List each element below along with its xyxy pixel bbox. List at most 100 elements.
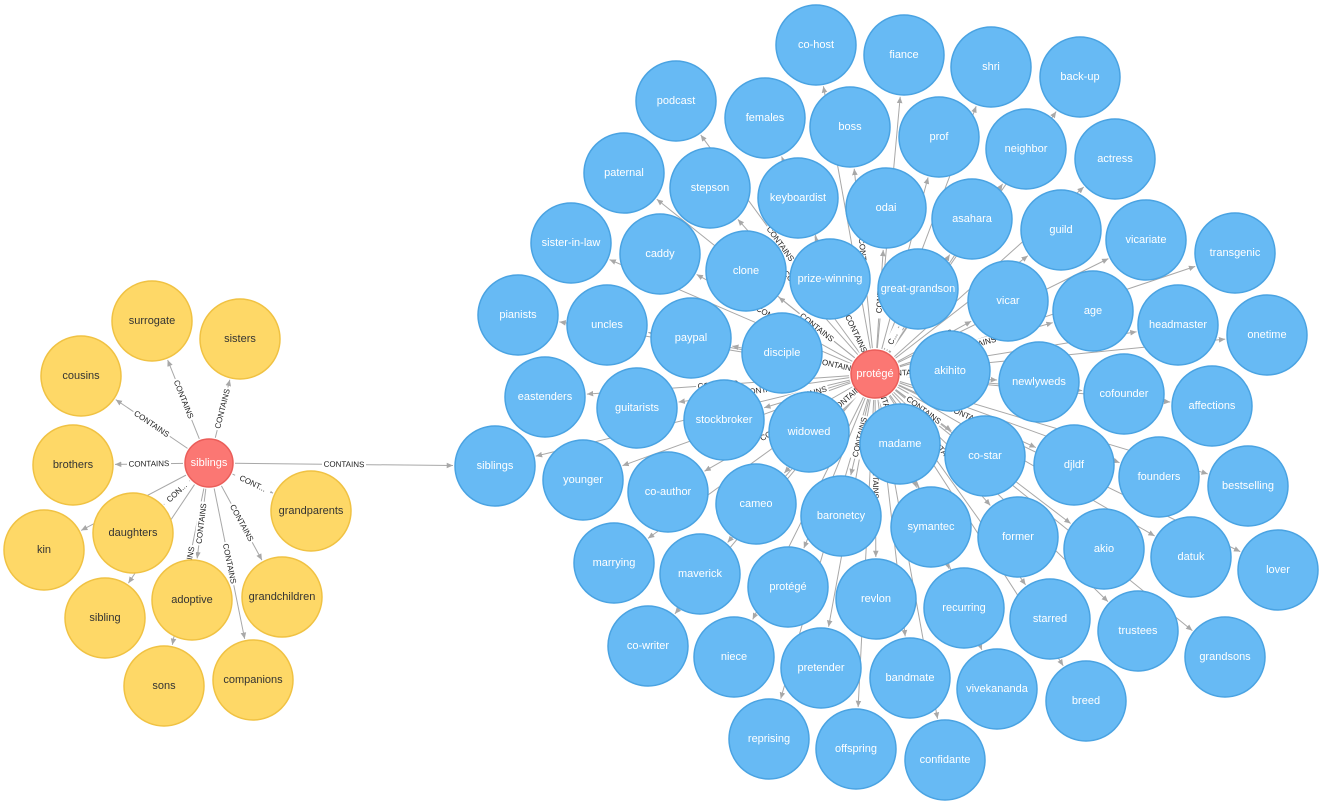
node-grandparents[interactable]: grandparents (270, 470, 352, 552)
node-circle[interactable] (904, 719, 986, 801)
node-maverick[interactable]: maverick (659, 533, 741, 615)
node-circle[interactable] (1171, 365, 1253, 447)
node-sibling[interactable]: sibling (64, 577, 146, 659)
node-circle[interactable] (583, 132, 665, 214)
node-keyboardist[interactable]: keyboardist (757, 157, 839, 239)
node-surrogate[interactable]: surrogate (111, 280, 193, 362)
node-circle[interactable] (863, 14, 945, 96)
node-lover[interactable]: lover (1237, 529, 1319, 611)
node-circle[interactable] (985, 108, 1067, 190)
node-fiance[interactable]: fiance (863, 14, 945, 96)
node-widowed[interactable]: widowed (768, 391, 850, 473)
node-neighbor[interactable]: neighbor (985, 108, 1067, 190)
node-circle[interactable] (977, 496, 1059, 578)
node-recurring[interactable]: recurring (923, 567, 1005, 649)
node-circle[interactable] (859, 403, 941, 485)
node-hub-siblings[interactable]: siblings (184, 438, 234, 488)
node-circle[interactable] (931, 178, 1013, 260)
node-circle[interactable] (111, 280, 193, 362)
node-co-host[interactable]: co-host (775, 4, 857, 86)
node-circle[interactable] (845, 167, 927, 249)
node-circle[interactable] (747, 546, 829, 628)
node-circle[interactable] (504, 356, 586, 438)
node-circle[interactable] (64, 577, 146, 659)
node-revlon[interactable]: revlon (835, 558, 917, 640)
node-circle[interactable] (967, 260, 1049, 342)
node-circle[interactable] (270, 470, 352, 552)
node-circle[interactable] (1105, 199, 1187, 281)
node-circle[interactable] (950, 26, 1032, 108)
node-circle[interactable] (184, 438, 234, 488)
node-circle[interactable] (212, 639, 294, 721)
node-companions[interactable]: companions (212, 639, 294, 721)
node-circle[interactable] (944, 415, 1026, 497)
node-disciple[interactable]: disciple (741, 312, 823, 394)
node-brothers[interactable]: brothers (32, 424, 114, 506)
node-offspring[interactable]: offspring (815, 708, 897, 790)
node-bandmate[interactable]: bandmate (869, 637, 951, 719)
node-circle[interactable] (768, 391, 850, 473)
node-datuk[interactable]: datuk (1150, 516, 1232, 598)
node-circle[interactable] (607, 605, 689, 687)
node-age[interactable]: age (1052, 270, 1134, 352)
node-pianists[interactable]: pianists (477, 274, 559, 356)
node-kin[interactable]: kin (3, 509, 85, 591)
node-niece[interactable]: niece (693, 616, 775, 698)
node-caddy[interactable]: caddy (619, 213, 701, 295)
node-circle[interactable] (40, 335, 122, 417)
node-circle[interactable] (757, 157, 839, 239)
node-circle[interactable] (1226, 294, 1308, 376)
node-protege[interactable]: protégé (747, 546, 829, 628)
node-actress[interactable]: actress (1074, 118, 1156, 200)
node-circle[interactable] (1118, 436, 1200, 518)
node-marrying[interactable]: marrying (573, 522, 655, 604)
node-circle[interactable] (705, 230, 787, 312)
node-vivekananda[interactable]: vivekananda (956, 648, 1038, 730)
node-circle[interactable] (199, 298, 281, 380)
node-circle[interactable] (809, 86, 891, 168)
node-circle[interactable] (998, 341, 1080, 423)
node-circle[interactable] (715, 463, 797, 545)
node-cousins[interactable]: cousins (40, 335, 122, 417)
node-circle[interactable] (3, 509, 85, 591)
node-circle[interactable] (1033, 424, 1115, 506)
node-circle[interactable] (775, 4, 857, 86)
node-circle[interactable] (728, 698, 810, 780)
node-circle[interactable] (1052, 270, 1134, 352)
node-circle[interactable] (659, 533, 741, 615)
node-back-up[interactable]: back-up (1039, 36, 1121, 118)
node-circle[interactable] (780, 627, 862, 709)
node-daughters[interactable]: daughters (92, 492, 174, 574)
node-shri[interactable]: shri (950, 26, 1032, 108)
node-circle[interactable] (898, 96, 980, 178)
node-trustees[interactable]: trustees (1097, 590, 1179, 672)
node-odai[interactable]: odai (845, 167, 927, 249)
node-circle[interactable] (869, 637, 951, 719)
node-circle[interactable] (890, 486, 972, 568)
node-baronetcy[interactable]: baronetcy (800, 475, 882, 557)
node-circle[interactable] (1194, 212, 1276, 294)
node-great-grandson[interactable]: great-grandson (877, 248, 959, 330)
node-circle[interactable] (1039, 36, 1121, 118)
node-circle[interactable] (1009, 578, 1091, 660)
node-circle[interactable] (724, 77, 806, 159)
node-onetime[interactable]: onetime (1226, 294, 1308, 376)
node-co-writer[interactable]: co-writer (607, 605, 689, 687)
node-females[interactable]: females (724, 77, 806, 159)
node-circle[interactable] (877, 248, 959, 330)
node-hub-protege[interactable]: protégé (850, 349, 900, 399)
node-bestselling[interactable]: bestselling (1207, 445, 1289, 527)
node-circle[interactable] (741, 312, 823, 394)
node-circle[interactable] (850, 349, 900, 399)
node-circle[interactable] (1045, 660, 1127, 742)
node-prize-winning[interactable]: prize-winning (789, 238, 871, 320)
node-boss[interactable]: boss (809, 86, 891, 168)
node-guitarists[interactable]: guitarists (596, 367, 678, 449)
node-circle[interactable] (956, 648, 1038, 730)
node-circle[interactable] (627, 451, 709, 533)
node-vicar[interactable]: vicar (967, 260, 1049, 342)
node-podcast[interactable]: podcast (635, 60, 717, 142)
node-starred[interactable]: starred (1009, 578, 1091, 660)
node-cofounder[interactable]: cofounder (1083, 353, 1165, 435)
